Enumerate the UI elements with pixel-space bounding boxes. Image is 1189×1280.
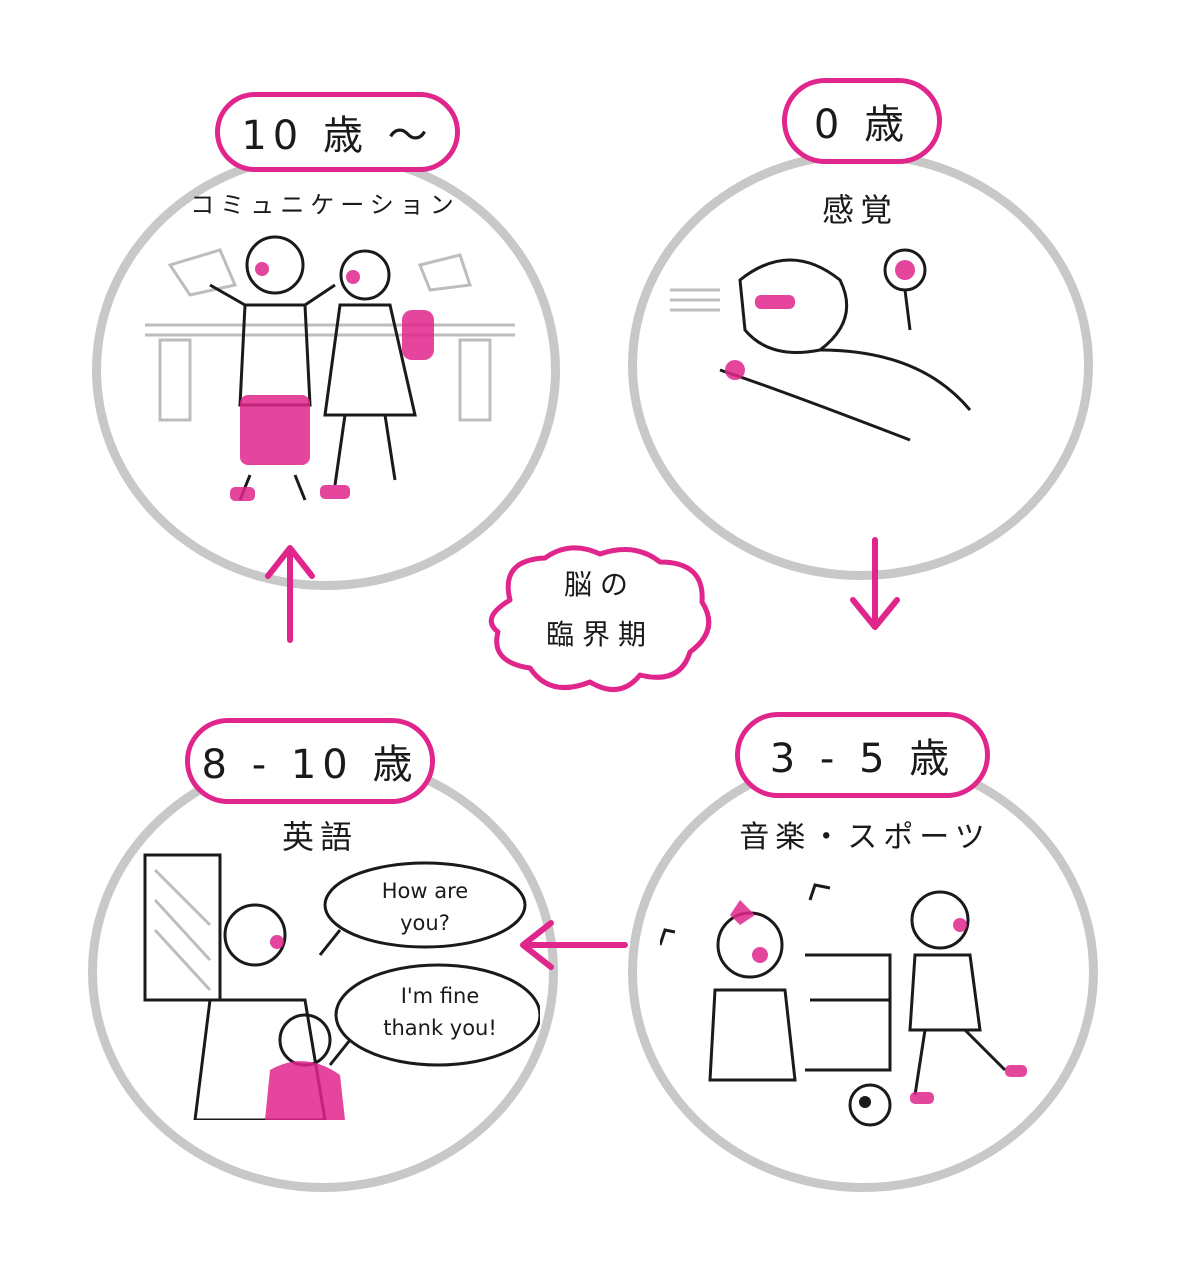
baby-illustration bbox=[670, 248, 972, 442]
arrow-up-icon bbox=[265, 545, 315, 643]
age-text: 10 歳 〜 bbox=[241, 113, 434, 159]
age-text: 8 - 10 歳 bbox=[201, 742, 419, 788]
question-bubble-text: How are you? bbox=[330, 875, 520, 939]
age-label-3-5: 3 - 5 歳 bbox=[735, 712, 990, 798]
arrow-left-icon bbox=[520, 920, 628, 970]
center-label: 脳の 臨界期 bbox=[470, 560, 730, 660]
children-walking-illustration bbox=[145, 235, 515, 501]
question-line-1: How are bbox=[381, 879, 469, 903]
center-line-1: 脳の bbox=[563, 568, 636, 601]
question-line-2: you? bbox=[400, 911, 450, 935]
age-label-10-plus: 10 歳 〜 bbox=[215, 92, 460, 172]
topic-communication: コミュニケーション bbox=[190, 191, 460, 219]
brain-outline-icon bbox=[488, 545, 712, 692]
answer-line-1: I'm fine bbox=[400, 984, 480, 1008]
topic-music-sports: 音楽・スポーツ bbox=[739, 820, 991, 855]
speech-bubbles bbox=[318, 861, 540, 1067]
topic-english: 英語 bbox=[281, 818, 358, 856]
age-label-0: 0 歳 bbox=[782, 78, 942, 164]
center-line-2: 臨界期 bbox=[545, 618, 654, 651]
english-lesson-illustration bbox=[143, 853, 345, 1120]
age-text: 3 - 5 歳 bbox=[769, 736, 956, 782]
answer-line-2: thank you! bbox=[383, 1016, 497, 1040]
answer-bubble-text: I'm fine thank you! bbox=[340, 980, 540, 1044]
arrow-down-icon bbox=[850, 537, 900, 630]
age-text: 0 歳 bbox=[813, 102, 911, 148]
topic-senses: 感覚 bbox=[821, 191, 898, 229]
age-label-8-10: 8 - 10 歳 bbox=[185, 718, 435, 804]
piano-soccer-illustration bbox=[660, 883, 1027, 1127]
